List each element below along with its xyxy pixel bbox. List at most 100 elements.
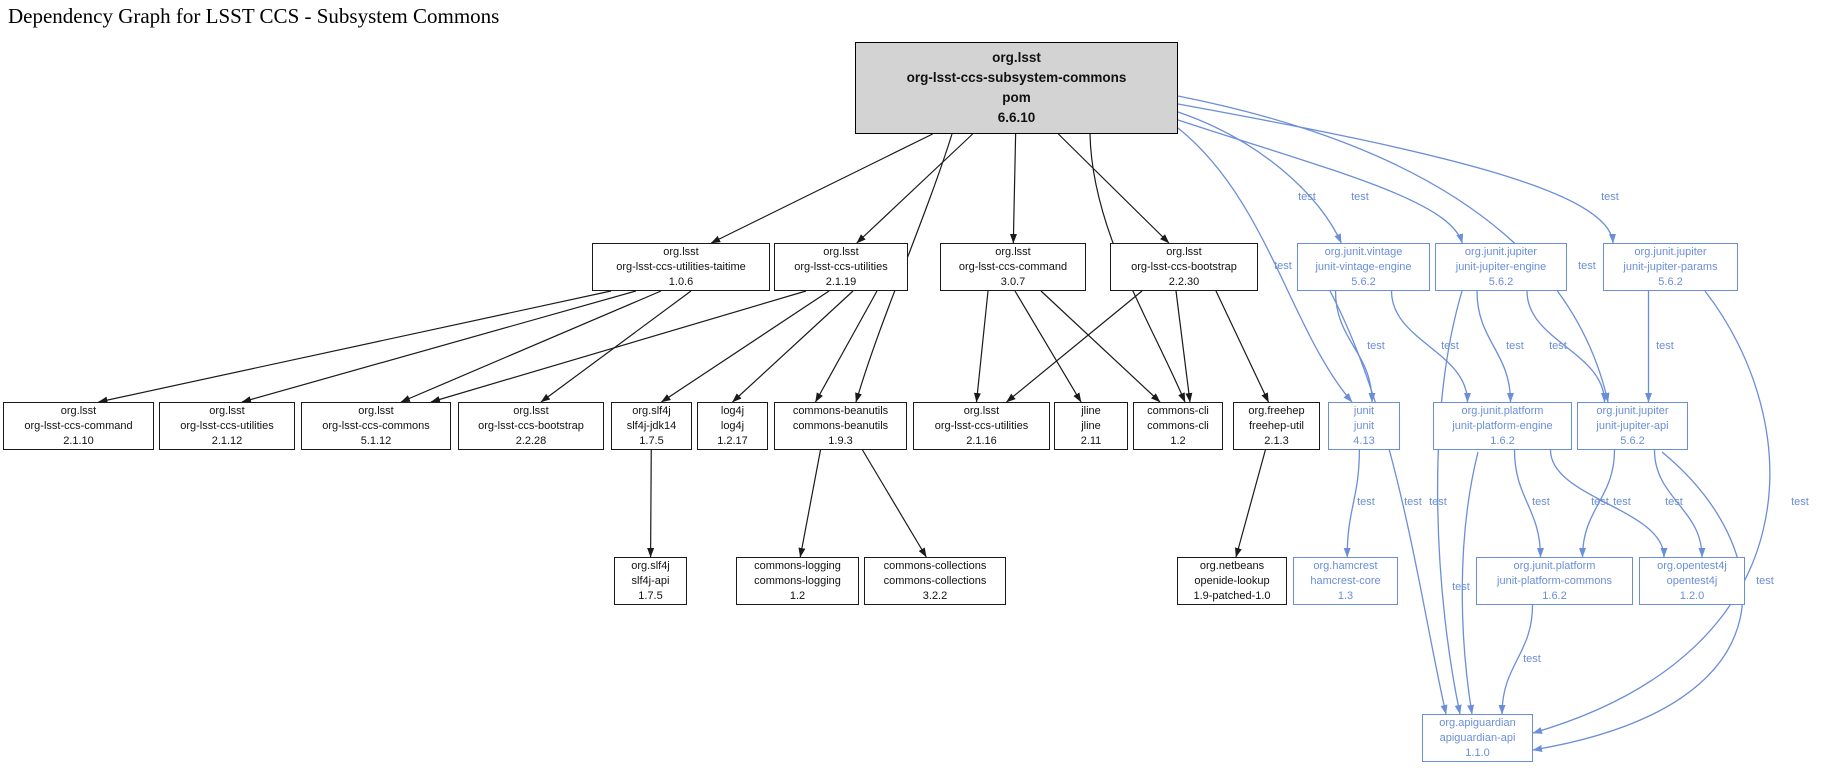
node-text-line: commons-logging — [754, 574, 841, 587]
edge-freehep-openide — [1235, 449, 1266, 558]
edge-root-params — [1177, 103, 1616, 244]
edge-platformengine-apiguardian — [1461, 451, 1479, 715]
node-text-line: 1.2 — [789, 589, 806, 602]
node-text-line: 2.2.30 — [1168, 275, 1200, 288]
node-text-line: 3.0.7 — [1000, 275, 1026, 288]
node-apiguardian: org.apiguardian apiguardian-api 1.1.0 — [1422, 714, 1533, 762]
node-text-line: 3.2.2 — [922, 589, 948, 602]
node-text-line: 5.6.2 — [1351, 275, 1376, 288]
node-text-line: hamcrest-core — [1310, 574, 1381, 587]
edge-root-junit413 — [1177, 127, 1353, 403]
edge-command307-commonscli — [1040, 290, 1161, 403]
node-text-line: org.lsst — [60, 404, 97, 417]
node-text-line: org.lsst — [963, 404, 1000, 417]
edge-vintage-apiguardian — [1329, 290, 1448, 715]
page-title: Dependency Graph for LSST CCS - Subsyste… — [8, 4, 500, 28]
edge-beanutils-commonscollections — [861, 449, 927, 558]
edge-utilities2119-beanutils — [814, 290, 878, 403]
edge-junit413-hamcrest — [1343, 449, 1361, 558]
edge-jupiterapi-platformcommons — [1579, 449, 1616, 558]
edge-params-apiguardian — [1532, 290, 1771, 734]
edge-bootstrap2230-commonscli — [1175, 290, 1193, 403]
node-text-line: log4j — [720, 419, 745, 432]
node-text-line: org.lsst — [209, 404, 245, 417]
node-text-line: slf4j-jdk14 — [626, 419, 677, 432]
edge-root-command307 — [1010, 133, 1018, 244]
node-text-line: org-lsst-ccs-bootstrap — [478, 419, 584, 432]
node-text-line: org.junit.jupiter — [1464, 245, 1538, 258]
node-text-line: 2.1.12 — [211, 434, 243, 447]
edge-scope-label: test — [1578, 260, 1596, 272]
node-text-line: opentest4j — [1666, 574, 1718, 587]
edge-scope-label: test — [1351, 191, 1369, 203]
node-text-line: commons-collections — [883, 559, 987, 572]
node-text-line: org.junit.vintage — [1324, 245, 1403, 258]
node-text-line: org.lsst — [992, 50, 1041, 65]
edge-scope-label: test — [1367, 340, 1385, 352]
node-text-line: 5.1.12 — [360, 434, 392, 447]
edge-beanutils-commonslogging — [798, 449, 822, 558]
edge-root-bootstrap2230 — [1057, 133, 1170, 244]
node-text-line: 1.7.5 — [639, 434, 664, 447]
node-text-line: org.apiguardian — [1439, 716, 1516, 729]
edge-scope-label: test — [1601, 191, 1619, 203]
node-text-line: 1.2 — [1170, 434, 1186, 447]
node-text-line: slf4j-api — [631, 574, 670, 587]
edge-root-utilities2119 — [856, 133, 974, 244]
edge-utilities2119-slf4jjdk14 — [661, 290, 830, 403]
node-text-line: log4j — [720, 404, 745, 417]
edge-scope-label: test — [1404, 496, 1422, 508]
node-text-line: jline — [1081, 404, 1101, 417]
node-text-line: org.junit.jupiter — [1634, 245, 1707, 258]
node-text-line: junit-jupiter-engine — [1455, 260, 1547, 273]
edge-taitime-bootstrap2228 — [540, 290, 692, 403]
node-slf4jjdk14: org.slf4j slf4j-jdk14 1.7.5 — [611, 402, 692, 450]
edge-bootstrap2230-freehep — [1215, 290, 1270, 403]
node-text-line: 1.1.0 — [1465, 746, 1490, 759]
node-text-line: junit-jupiter-api — [1596, 419, 1669, 432]
node-text-line: 6.6.10 — [997, 110, 1036, 125]
edge-command307-utilities2116 — [973, 290, 989, 403]
node-text-line: 4.13 — [1353, 434, 1375, 447]
node-text-line: org.hamcrest — [1313, 559, 1378, 572]
node-text-line: org.netbeans — [1199, 559, 1265, 572]
node-text-line: org.lsst — [1166, 245, 1202, 258]
node-text-line: junit-jupiter-params — [1623, 260, 1718, 273]
edge-jupiterengine-platformengine — [1476, 290, 1514, 403]
node-text-line: junit-vintage-engine — [1315, 260, 1412, 273]
node-text-line: 2.1.10 — [63, 434, 94, 447]
node-text-line: apiguardian-api — [1439, 731, 1516, 744]
node-utilities2112: org.lsst org-lsst-ccs-utilities 2.1.12 — [159, 402, 295, 450]
node-text-line: 1.6.2 — [1490, 434, 1515, 447]
node-text-line: junit-platform-commons — [1497, 574, 1612, 587]
edge-scope-label: test — [1452, 581, 1470, 593]
node-text-line: 2.1.3 — [1264, 434, 1289, 447]
node-text-line: org-lsst-ccs-utilities — [934, 419, 1029, 432]
node-text-line: 2.11 — [1080, 434, 1102, 447]
edge-scope-label: test — [1506, 340, 1524, 352]
edge-slf4jjdk14-slf4japi — [647, 449, 655, 558]
node-text-line: org.junit.jupiter — [1596, 404, 1669, 417]
node-text-line: openide-lookup — [1194, 574, 1270, 587]
node-text-line: commons-cli — [1147, 419, 1209, 432]
edge-vintage-platformengine — [1390, 290, 1471, 403]
node-text-line: org.slf4j — [632, 404, 671, 417]
node-text-line: org-lsst-ccs-utilities — [180, 419, 274, 432]
node-text-line: junit-platform-engine — [1452, 419, 1553, 432]
edge-root-vintage — [1177, 111, 1342, 244]
edge-scope-label: test — [1791, 496, 1809, 508]
